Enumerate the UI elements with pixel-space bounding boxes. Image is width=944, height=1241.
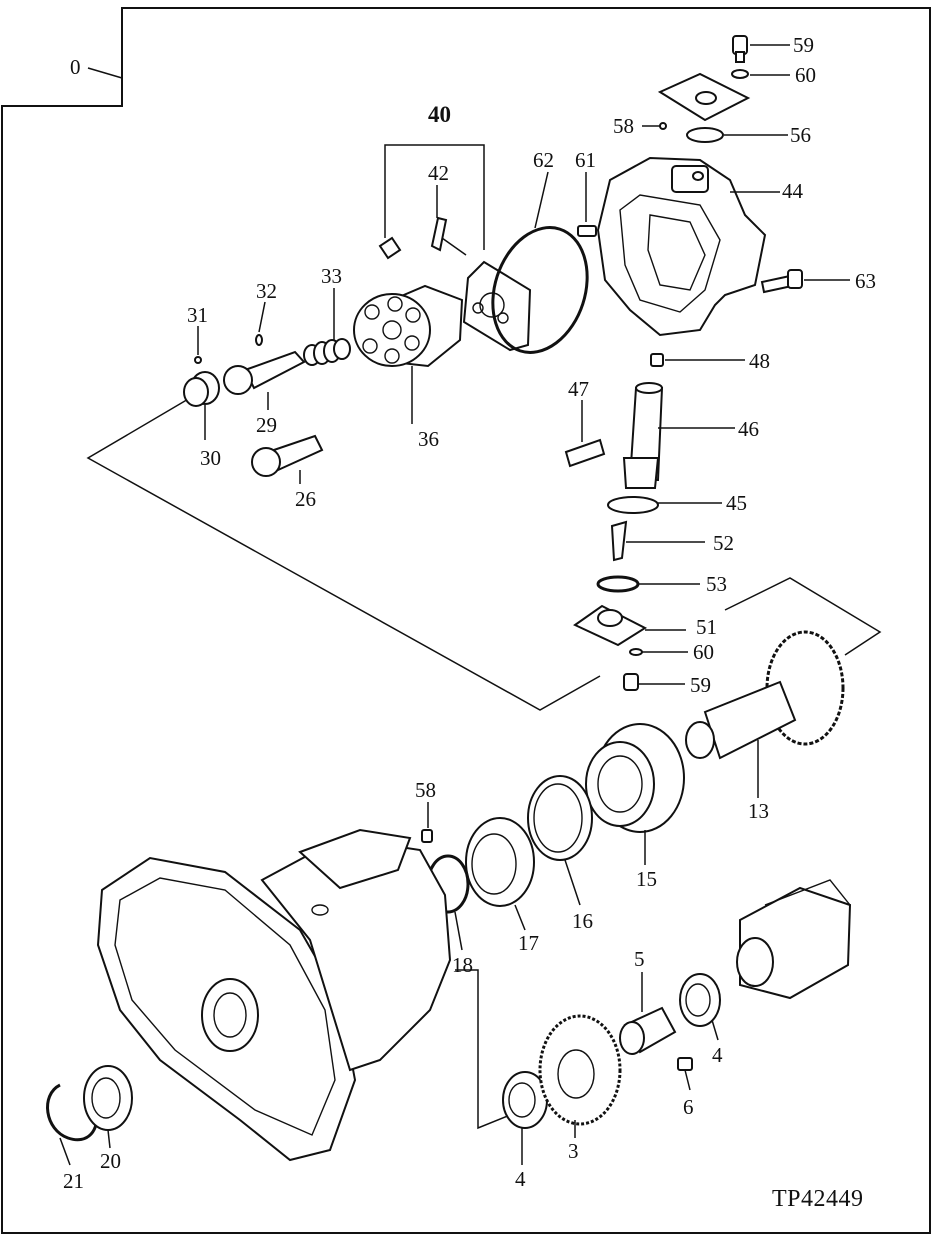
oring-62: [491, 226, 589, 354]
seal-20: [83, 1065, 133, 1131]
bolt-63: [760, 269, 803, 294]
spring-33: [303, 338, 351, 366]
pin-61: [577, 225, 597, 237]
callout-47: 47: [568, 377, 589, 401]
main-case: [96, 828, 452, 1162]
callout-4-upper: 4: [712, 1043, 723, 1067]
gear-3: [538, 1014, 622, 1126]
callout-16: 16: [572, 909, 593, 933]
key-6: [677, 1057, 693, 1071]
callout-52: 52: [713, 531, 734, 555]
callout-63: 63: [855, 269, 876, 293]
callout-60-bottom: 60: [693, 640, 714, 664]
washer-60-bottom: [629, 648, 643, 656]
callout-62: 62: [533, 148, 554, 172]
callout-58-bottom: 58: [415, 778, 436, 802]
bolt-59-bottom: [623, 673, 639, 691]
leader-lines: [59, 44, 850, 1166]
callout-17: 17: [518, 931, 539, 955]
callout-30: 30: [200, 446, 221, 470]
washer-60-top: [731, 69, 749, 79]
callout-26: 26: [295, 487, 316, 511]
callout-42: 42: [428, 161, 449, 185]
ball-31: [194, 356, 202, 364]
callout-60-top: 60: [795, 63, 816, 87]
cover-51: [573, 604, 648, 647]
callout-56: 56: [790, 123, 811, 147]
cover-plate-top: [657, 72, 751, 122]
reference-code: TP42449: [772, 1186, 864, 1212]
callout-3: 3: [568, 1139, 579, 1163]
callout-48: 48: [749, 349, 770, 373]
callout-13: 13: [748, 799, 769, 823]
callout-leader-0: [87, 67, 123, 79]
pin-52: [610, 520, 628, 562]
callout-46: 46: [738, 417, 759, 441]
group-bracket-right: [724, 577, 882, 656]
shoe-30: [183, 371, 220, 407]
callout-36: 36: [418, 427, 439, 451]
diagram-frame: [1, 7, 931, 1234]
cylinder-block-36: [353, 284, 464, 368]
bearing-15: [585, 723, 685, 833]
callout-59-top: 59: [793, 33, 814, 57]
callout-53: 53: [706, 572, 727, 596]
callout-bracket-40: [384, 144, 485, 250]
oring-45: [607, 496, 659, 514]
seal-16: [527, 775, 593, 861]
callout-29: 29: [256, 413, 277, 437]
pin-42: [430, 216, 448, 252]
plug-48: [650, 353, 664, 367]
callout-59-bottom: 59: [690, 673, 711, 697]
callout-21: 21: [63, 1169, 84, 1193]
plug-47: [564, 438, 606, 468]
callout-44: 44: [782, 179, 804, 203]
shaft-5: [619, 1006, 677, 1055]
snap-ring-21: [46, 1083, 99, 1142]
callout-18: 18: [452, 953, 473, 977]
callout-33: 33: [321, 264, 342, 288]
callout-58-top: 58: [613, 114, 634, 138]
callout-51: 51: [696, 615, 717, 639]
callout-32: 32: [256, 279, 277, 303]
pin-58-top: [659, 122, 667, 130]
callout-5: 5: [634, 947, 645, 971]
spool-46: [622, 382, 664, 489]
callout-45: 45: [726, 491, 747, 515]
pin-58-bottom: [421, 829, 433, 843]
callout-20: 20: [100, 1149, 121, 1173]
oring-56: [686, 127, 724, 143]
callout-0: 0: [70, 55, 81, 79]
callout-61: 61: [575, 148, 596, 172]
pin-32: [255, 334, 263, 346]
callout-bracket-18: [455, 969, 511, 1130]
bearing-17: [465, 817, 535, 907]
gear-shaft-13: [685, 630, 845, 760]
callout-40: 40: [428, 102, 451, 127]
pump-housing-44: [596, 156, 767, 337]
aux-pump: [736, 879, 852, 1000]
oring-53: [596, 575, 640, 593]
bolt-59-top: [732, 35, 748, 63]
callout-4-lower: 4: [515, 1167, 526, 1191]
callout-31: 31: [187, 303, 208, 327]
bearing-4-upper: [679, 973, 721, 1027]
callout-15: 15: [636, 867, 657, 891]
plug-40: [378, 236, 402, 260]
callout-6: 6: [683, 1095, 694, 1119]
piston-29: [223, 350, 306, 395]
group-bracket: [86, 397, 601, 711]
piston-26: [251, 434, 324, 477]
